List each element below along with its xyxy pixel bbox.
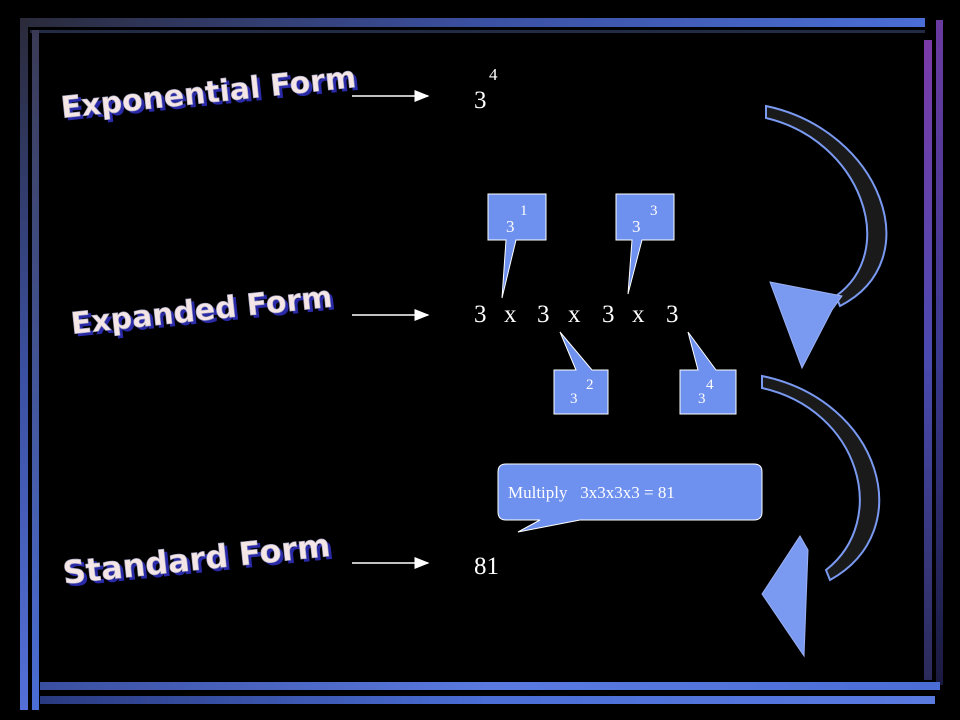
expanded-factor: 3 <box>666 301 679 328</box>
callout-bubble <box>553 331 609 415</box>
standard-value: 81 <box>474 553 499 580</box>
callout-bubble <box>679 331 737 415</box>
frame-top-bar <box>20 18 925 27</box>
expanded-operator: x <box>632 301 645 328</box>
label-exponential-form: Exponential Form Exponential Form <box>59 60 361 129</box>
callout-base: 3 <box>632 217 641 236</box>
expanded-operator: x <box>568 301 581 328</box>
callout-bubble <box>615 193 675 295</box>
expanded-factor: 3 <box>602 301 615 328</box>
callout-bubble <box>487 193 547 299</box>
expanded-factor: 3 <box>474 301 487 328</box>
callout-exponent: 2 <box>586 377 594 393</box>
curved-arrow-down-icon <box>765 104 888 370</box>
curved-arrow-down-icon <box>761 374 881 658</box>
label-standard-form: Standard Form Standard Form <box>61 526 336 595</box>
callout-base: 3 <box>698 391 706 407</box>
svg-text:Expanded Form: Expanded Form <box>69 280 334 342</box>
callout-exponent: 3 <box>650 203 658 219</box>
multiply-note: Multiply 3x3x3x3 = 81 <box>508 483 675 502</box>
exponential-base: 3 <box>474 87 487 114</box>
frame-bottom-bar <box>40 682 940 690</box>
frame-top-bar-inner <box>30 30 925 33</box>
callout-exponent: 4 <box>706 377 714 393</box>
svg-text:Exponential Form: Exponential Form <box>59 60 358 126</box>
frame-bottom-bar-outer <box>40 696 935 704</box>
exponential-exponent: 4 <box>489 65 498 84</box>
label-expanded-form: Expanded Form Expanded Form <box>69 279 337 344</box>
frame-right-bar-outer <box>936 20 943 685</box>
callout-base: 3 <box>506 217 515 236</box>
expanded-factor: 3 <box>537 301 550 328</box>
frame-left-bar <box>20 20 28 710</box>
callout-exponent: 1 <box>520 203 528 219</box>
expanded-operator: x <box>504 301 517 328</box>
frame-left-bar-inner <box>32 30 39 710</box>
svg-text:Standard Form: Standard Form <box>61 526 332 592</box>
callout-base: 3 <box>570 391 578 407</box>
frame-right-bar <box>924 40 932 680</box>
note-bubble <box>497 463 763 533</box>
